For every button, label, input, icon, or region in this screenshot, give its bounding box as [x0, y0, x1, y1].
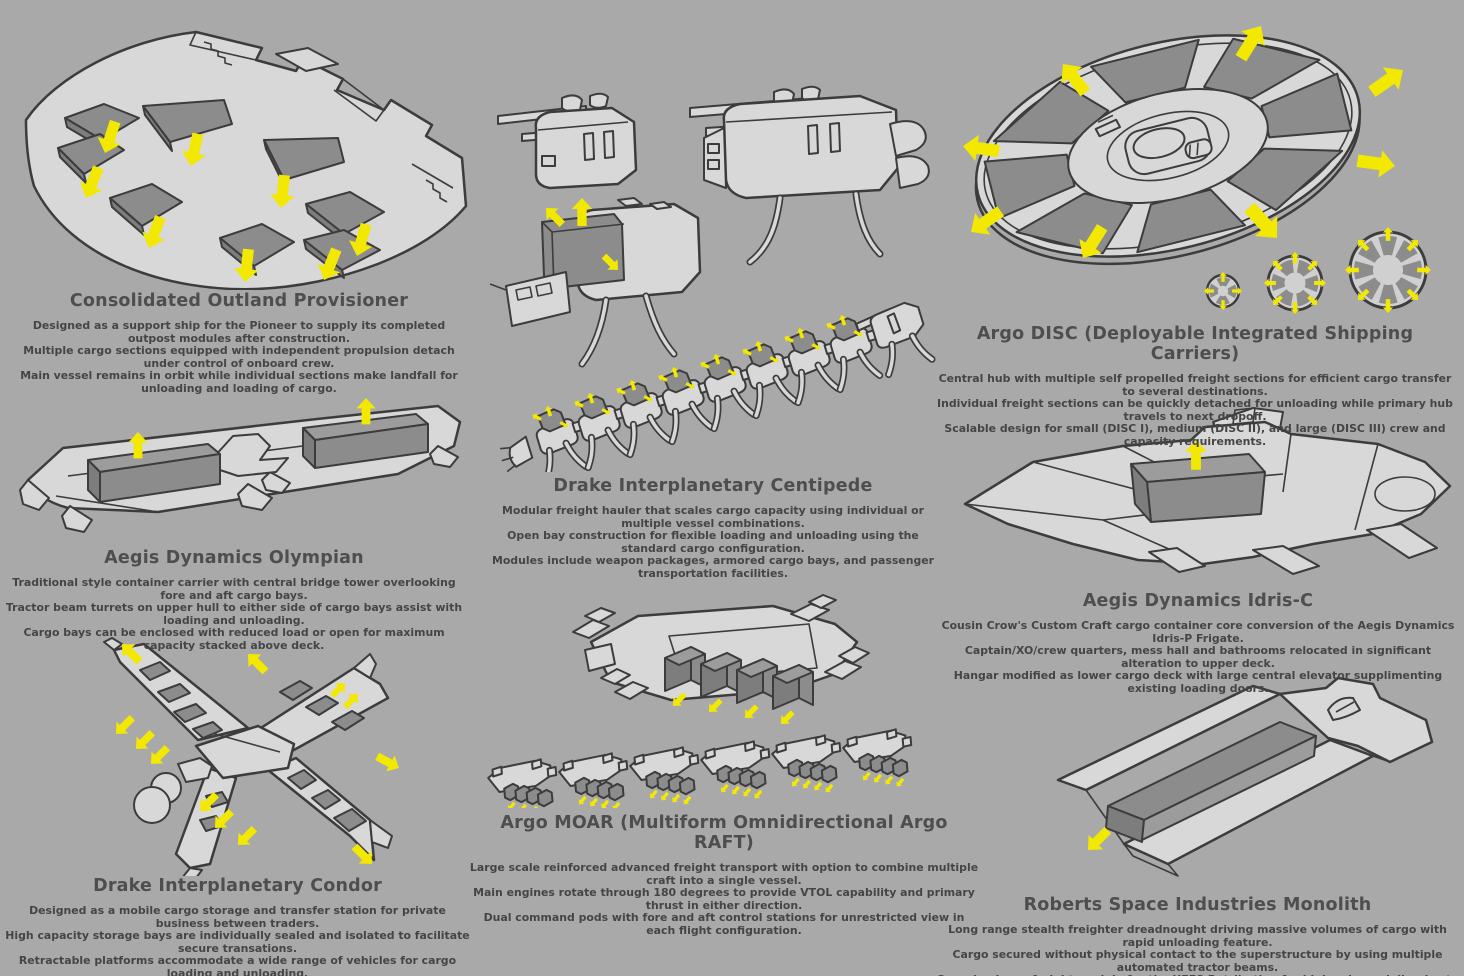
disc-two — [1264, 252, 1326, 314]
ship-section-disc: Argo DISC (Deployable Integrated Shippin… — [935, 324, 1455, 448]
ship-figure-idris — [953, 402, 1463, 590]
ship-description: Long range stealth freighter dreadnought… — [936, 923, 1459, 976]
ship-section-olympian: Aegis Dynamics Olympian Traditional styl… — [0, 548, 468, 652]
moar-train — [487, 728, 915, 808]
disc-three — [1345, 227, 1431, 313]
disc-hub-ship — [974, 34, 1362, 266]
ship-figure-moar — [473, 580, 963, 808]
ship-title: Argo MOAR (Multiform Omnidirectional Arg… — [500, 813, 948, 853]
ship-section-idris: Aegis Dynamics Idris-C Cousin Crow's Cus… — [938, 591, 1458, 695]
ship-figure-monolith — [1028, 658, 1452, 890]
cargo-container — [1105, 721, 1317, 843]
ship-figure-centipede — [478, 72, 942, 472]
cargo-boxes — [139, 661, 367, 832]
ship-section-moar: Argo MOAR (Multiform Omnidirectional Arg… — [468, 813, 980, 937]
ship-section-provisioner: Consolidated Outland Provisioner Designe… — [8, 291, 470, 395]
disc-size-variants — [1204, 227, 1431, 314]
ship-description: Modular freight hauler that scales cargo… — [491, 504, 935, 580]
ship-figure-condor — [58, 628, 422, 876]
moar-single-craft — [572, 594, 870, 729]
ship-title: Drake Interplanetary Centipede — [553, 476, 873, 496]
ship-section-monolith: Roberts Space Industries Monolith Long r… — [935, 895, 1460, 976]
ship-figure-disc — [943, 4, 1461, 320]
ship-description: Traditional style container carrier with… — [5, 576, 463, 652]
cargo-containers — [87, 413, 429, 503]
freight-wedges — [983, 37, 1353, 255]
ship-description: Central hub with multiple self propelled… — [937, 372, 1453, 448]
ship-title: Argo DISC (Deployable Integrated Shippin… — [976, 324, 1414, 364]
cargo-pads — [57, 99, 385, 279]
ship-figure-olympian — [8, 388, 470, 546]
ship-description: Cousin Crow's Custom Craft cargo contain… — [941, 619, 1455, 695]
walker-module-large — [689, 85, 930, 266]
cargo-boxes — [664, 646, 814, 710]
ship-title: Consolidated Outland Provisioner — [69, 291, 409, 311]
ship-description: Designed as a support ship for the Pione… — [20, 319, 458, 395]
ship-section-centipede: Drake Interplanetary Centipede Modular f… — [478, 476, 948, 580]
walker-module-cargo — [489, 197, 702, 368]
ship-description: Large scale reinforced advanced freight … — [469, 861, 979, 937]
walker-module-small — [497, 92, 638, 190]
ship-title: Drake Interplanetary Condor — [93, 876, 382, 896]
ship-title: Roberts Space Industries Monolith — [1023, 895, 1372, 915]
ship-section-condor: Drake Interplanetary Condor Designed as … — [5, 876, 470, 976]
ship-figure-provisioner — [8, 8, 470, 290]
disc-one — [1204, 272, 1242, 310]
ship-title: Aegis Dynamics Idris-C — [1082, 591, 1314, 611]
ship-title: Aegis Dynamics Olympian — [104, 548, 364, 568]
ship-description: Designed as a mobile cargo storage and t… — [5, 904, 470, 976]
centipede-chain — [500, 301, 936, 472]
ship-hull — [1056, 676, 1434, 877]
